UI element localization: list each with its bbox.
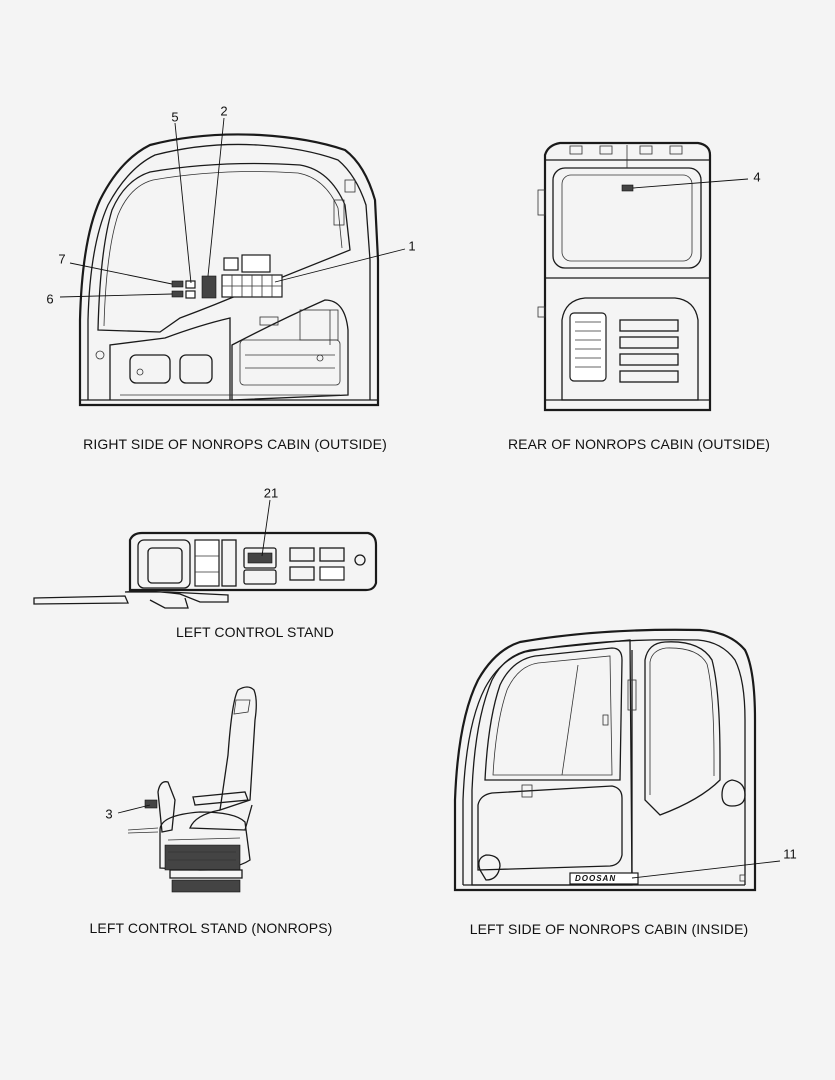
callout-7: 7 (58, 251, 66, 267)
callout-6: 6 (46, 291, 54, 307)
caption-left-side: LEFT SIDE OF NONROPS CABIN (INSIDE) (469, 921, 749, 937)
caption-left-control-stand-nonrops: LEFT CONTROL STAND (NONROPS) (89, 920, 333, 936)
callout-4: 4 (753, 169, 761, 185)
caption-rear: REAR OF NONROPS CABIN (OUTSIDE) (507, 436, 771, 452)
seat-control-stand-drawing (117, 686, 257, 893)
left-control-stand-drawing (33, 499, 378, 609)
caption-right-side: RIGHT SIDE OF NONROPS CABIN (OUTSIDE) (83, 436, 387, 452)
callout-2: 2 (220, 103, 228, 119)
right-side-cabin-drawing (59, 117, 406, 407)
callout-5: 5 (171, 109, 179, 125)
callout-21: 21 (263, 485, 279, 501)
callout-1: 1 (408, 238, 416, 254)
callout-11: 11 (783, 846, 797, 862)
doosan-decal-text: DOOSAN (575, 874, 617, 883)
left-side-cabin-drawing (453, 628, 781, 892)
caption-left-control-stand: LEFT CONTROL STAND (176, 624, 334, 640)
rear-cabin-drawing (537, 141, 749, 412)
callout-3: 3 (105, 806, 113, 822)
